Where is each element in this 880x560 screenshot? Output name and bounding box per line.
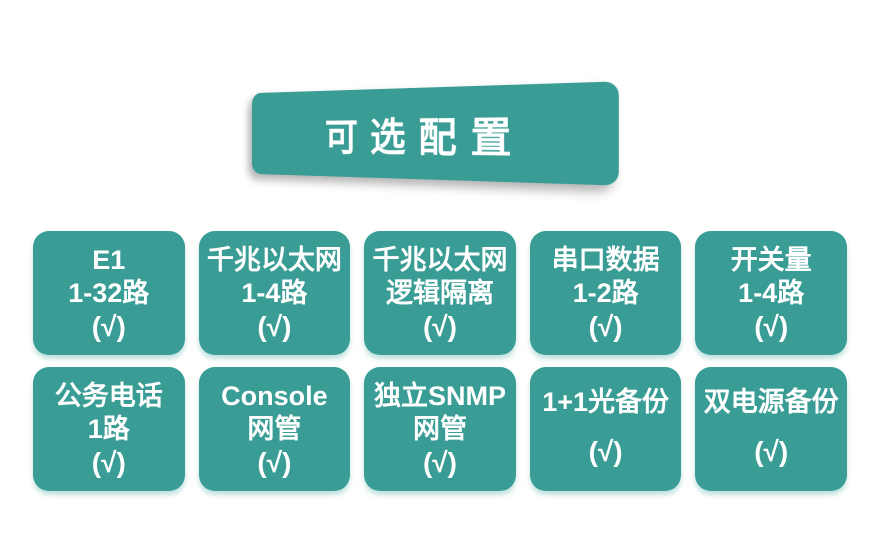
card-title-line: 1-2路 — [572, 277, 639, 308]
config-card-console-nms: Console 网管 (√) — [198, 367, 351, 491]
config-card-e1: E1 1-32路 (√) — [33, 231, 185, 355]
card-title-line: Console — [221, 380, 328, 411]
config-card-gige: 千兆以太网 1-4路 (√) — [198, 231, 351, 355]
card-title-line: 独立SNMP — [373, 380, 506, 411]
config-card-serial-data: 串口数据 1-2路 (√) — [529, 231, 682, 355]
card-check-mark: (√) — [754, 310, 789, 342]
card-check-mark: (√) — [257, 310, 292, 342]
config-card-power-backup: 双电源备份 (√) — [695, 367, 847, 491]
card-check-mark: (√) — [588, 436, 623, 467]
page-title: 可选配置 — [324, 114, 527, 162]
config-card-gige-isolation: 千兆以太网 逻辑隔离 (√) — [364, 231, 516, 355]
card-check-mark: (√) — [754, 436, 789, 467]
card-title-line: 1+1光备份 — [542, 387, 669, 417]
card-title-line: 串口数据 — [551, 244, 660, 275]
option-cards-grid: E1 1-32路 (√) 千兆以太网 1-4路 (√) 千兆以太网 逻辑隔离 (… — [33, 231, 847, 491]
card-title-line: 开关量 — [730, 244, 812, 275]
card-title-line: 千兆以太网 — [372, 244, 508, 275]
card-title-line: 网管 — [412, 413, 467, 444]
config-card-service-phone: 公务电话 1路 (√) — [33, 367, 185, 491]
card-check-mark: (√) — [422, 446, 457, 478]
card-title-line: 网管 — [247, 413, 302, 444]
card-title-line: E1 — [92, 244, 126, 275]
card-check-mark: (√) — [91, 310, 126, 342]
card-title-line: 公务电话 — [54, 380, 163, 411]
card-check-mark: (√) — [257, 446, 292, 478]
card-title-line: 千兆以太网 — [206, 244, 342, 275]
card-check-mark: (√) — [91, 446, 126, 478]
card-check-mark: (√) — [588, 310, 623, 342]
card-title-line: 1-4路 — [738, 277, 805, 308]
card-title-line: 1路 — [87, 413, 130, 444]
config-card-snmp-nms: 独立SNMP 网管 (√) — [364, 367, 516, 491]
config-card-optical-backup: 1+1光备份 (√) — [529, 367, 682, 491]
card-title-line: 双电源备份 — [703, 387, 839, 417]
card-check-mark: (√) — [422, 310, 457, 342]
card-title-line: 1-4路 — [241, 277, 308, 308]
config-card-switch-quantity: 开关量 1-4路 (√) — [695, 231, 847, 355]
card-title-line: 逻辑隔离 — [385, 277, 494, 308]
card-title-line: 1-32路 — [68, 277, 150, 308]
title-banner: 可选配置 — [252, 81, 619, 186]
